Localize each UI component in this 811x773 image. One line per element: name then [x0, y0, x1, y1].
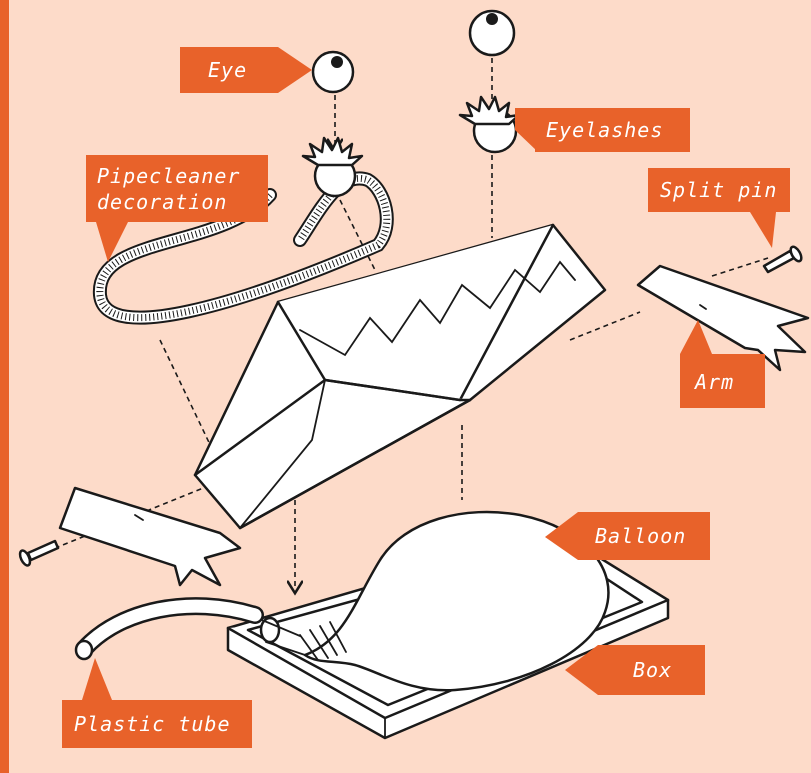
- label-pipecleaner-line2: decoration: [97, 190, 227, 214]
- label-eyelashes-text: Eyelashes: [546, 118, 663, 142]
- label-eye-text: Eye: [208, 58, 247, 82]
- label-box-text: Box: [633, 658, 672, 682]
- eyelashes-right: [460, 97, 519, 152]
- jaw-lid: [195, 225, 605, 528]
- eye-top-left: [313, 52, 353, 92]
- pupil: [331, 56, 343, 68]
- label-split-pin-text: Split pin: [660, 178, 777, 202]
- label-balloon-text: Balloon: [595, 524, 686, 548]
- left-border: [0, 0, 9, 773]
- label-plastic-tube-text: Plastic tube: [74, 712, 231, 736]
- label-eye: Eye: [180, 47, 312, 93]
- pupil: [486, 13, 498, 25]
- label-plastic-tube: Plastic tube: [62, 658, 252, 748]
- split-pin-left: [18, 541, 58, 567]
- arm-left: [60, 488, 240, 585]
- label-arm-text: Arm: [693, 370, 734, 394]
- label-pipecleaner-line1: Pipecleaner: [97, 164, 240, 188]
- eye-top-right: [470, 11, 514, 55]
- label-split-pin: Split pin: [648, 168, 790, 248]
- split-pin-right: [764, 245, 803, 272]
- label-balloon: Balloon: [545, 512, 710, 560]
- eyelashes-left: [303, 138, 362, 196]
- label-eyelashes: Eyelashes: [515, 108, 690, 152]
